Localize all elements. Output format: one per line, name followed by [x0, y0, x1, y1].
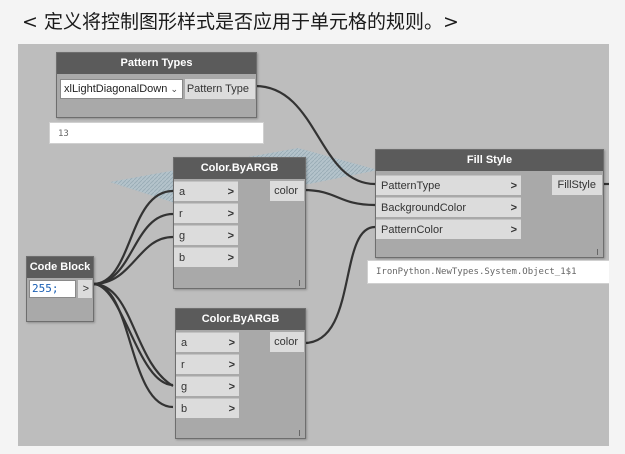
input-port-patterntype[interactable]: PatternType >: [376, 175, 521, 195]
input-port-patterncolor[interactable]: PatternColor >: [376, 219, 521, 239]
chevron-down-icon[interactable]: ⌄: [170, 84, 178, 94]
port-label: PatternColor: [381, 224, 443, 236]
port-label: r: [179, 208, 183, 220]
output-port-pattern-type[interactable]: Pattern Type: [185, 79, 255, 99]
port-arrow-icon: >: [510, 224, 517, 236]
port-arrow-icon: >: [228, 337, 235, 349]
input-port-r[interactable]: r>: [174, 203, 238, 223]
input-port-b[interactable]: b>: [176, 398, 239, 418]
dropdown-value: xlLightDiagonalDown: [64, 83, 168, 95]
input-port-g[interactable]: g>: [174, 225, 238, 245]
node-title[interactable]: Code Block: [27, 257, 93, 278]
output-port[interactable]: >: [78, 280, 92, 298]
input-port-b[interactable]: b>: [174, 247, 238, 267]
port-label: r: [181, 359, 185, 371]
node-code-block[interactable]: Code Block 255; >: [26, 256, 94, 322]
port-label: g: [181, 381, 188, 393]
input-port-g[interactable]: g>: [176, 376, 239, 396]
port-arrow-icon: >: [510, 202, 517, 214]
node-title[interactable]: Color.ByARGB: [176, 309, 305, 330]
output-port-color[interactable]: color: [270, 181, 304, 201]
port-arrow-icon: >: [227, 252, 234, 264]
node-color-byargb-2[interactable]: Color.ByARGB a> r> g> b> color: [175, 308, 306, 439]
node-title[interactable]: Pattern Types: [57, 53, 256, 74]
pattern-type-dropdown[interactable]: xlLightDiagonalDown ⌄: [60, 79, 183, 99]
node-title[interactable]: Fill Style: [376, 150, 603, 171]
page-bottom-margin: [0, 446, 625, 454]
graph-canvas[interactable]: Pattern Types xlLightDiagonalDown ⌄ Patt…: [18, 44, 609, 446]
port-arrow-icon: >: [510, 180, 517, 192]
resize-handle[interactable]: [299, 430, 300, 436]
port-label: b: [179, 252, 186, 264]
port-arrow-icon: >: [227, 186, 234, 198]
resize-handle[interactable]: [299, 280, 300, 286]
port-arrow-icon: >: [228, 381, 235, 393]
node-fill-style[interactable]: Fill Style PatternType > BackgroundColor >…: [375, 149, 604, 258]
input-port-backgroundcolor[interactable]: BackgroundColor >: [376, 197, 521, 217]
port-label: g: [179, 230, 186, 242]
input-port-a[interactable]: a>: [176, 332, 239, 352]
port-label: b: [181, 403, 188, 415]
output-port-fillstyle[interactable]: FillStyle: [552, 175, 602, 195]
node-pattern-types[interactable]: Pattern Types xlLightDiagonalDown ⌄ Patt…: [56, 52, 257, 118]
port-arrow-icon: >: [227, 230, 234, 242]
code-input[interactable]: 255;: [29, 280, 76, 298]
port-arrow-icon: >: [228, 359, 235, 371]
port-label: a: [179, 186, 186, 198]
port-label: BackgroundColor: [381, 202, 466, 214]
node-title[interactable]: Color.ByARGB: [174, 158, 305, 179]
port-label: PatternType: [381, 180, 441, 192]
port-arrow-icon: >: [227, 208, 234, 220]
input-port-a[interactable]: a>: [174, 181, 238, 201]
input-port-r[interactable]: r>: [176, 354, 239, 374]
fill-style-preview: IronPython.NewTypes.System.Object_1$1: [367, 260, 609, 284]
port-label: a: [181, 337, 188, 349]
port-arrow-icon: >: [228, 403, 235, 415]
page-header: < 定义将控制图形样式是否应用于单元格的规则。>: [22, 11, 459, 33]
pattern-types-preview: 13: [49, 122, 264, 144]
resize-handle[interactable]: [597, 249, 598, 255]
node-color-byargb-1[interactable]: Color.ByARGB a> r> g> b> color: [173, 157, 306, 289]
output-port-color[interactable]: color: [270, 332, 304, 352]
